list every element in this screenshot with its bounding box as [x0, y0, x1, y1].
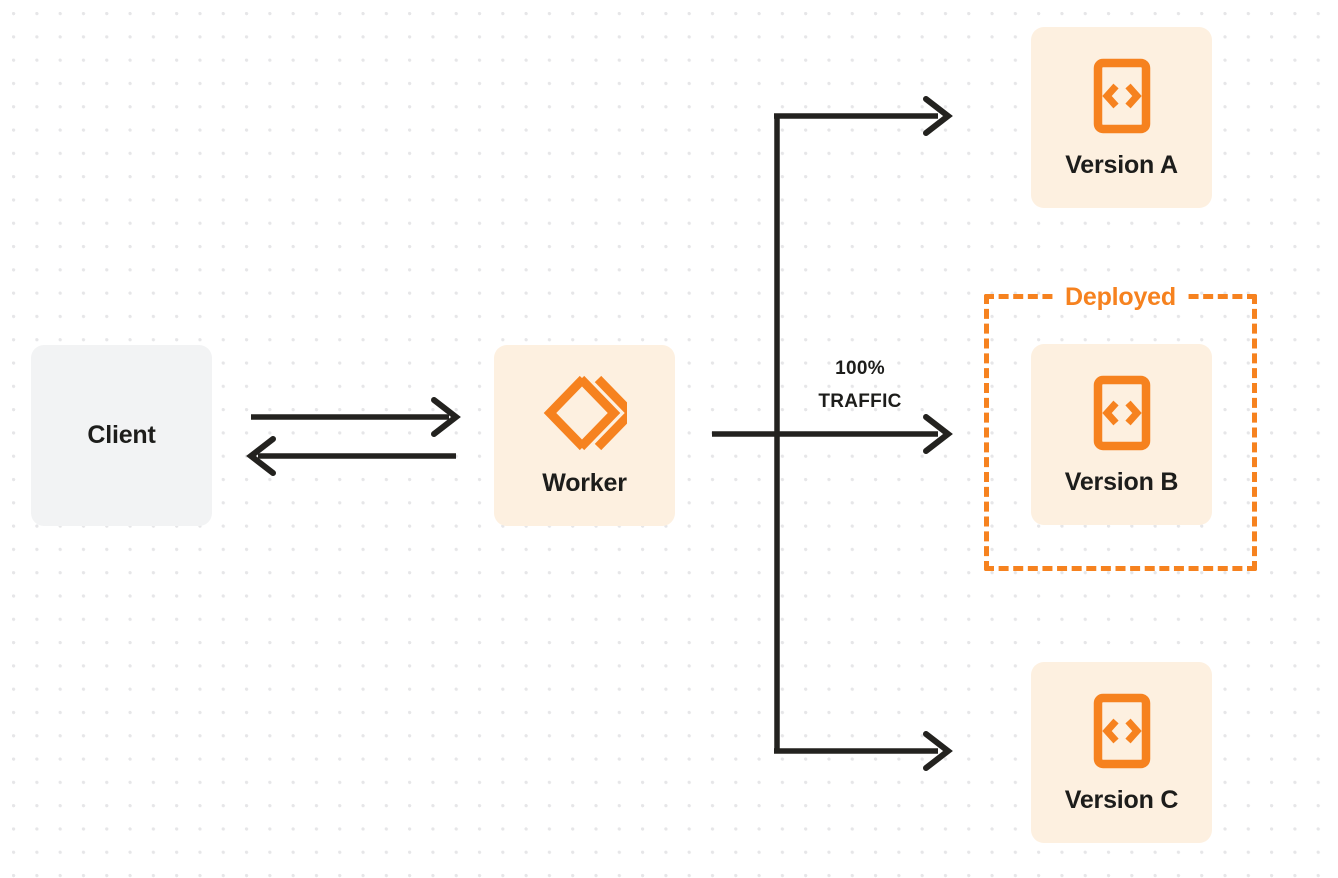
cloudflare-workers-logo-icon — [543, 375, 637, 451]
traffic-caption: TRAFFIC — [818, 391, 902, 413]
node-worker[interactable]: Worker — [494, 345, 675, 526]
node-version-b-label: Version B — [1064, 467, 1179, 496]
node-version-c[interactable]: Version C — [1031, 662, 1212, 843]
node-client[interactable]: Client — [31, 345, 212, 526]
edge-worker-to-version-c — [774, 731, 953, 771]
edge-worker-to-client — [246, 436, 456, 476]
traffic-percent: 100% — [835, 358, 885, 379]
deployed-group-label: Deployed — [1053, 283, 1188, 312]
node-version-c-label: Version C — [1064, 785, 1179, 814]
node-worker-label: Worker — [542, 469, 627, 497]
edge-worker-to-version-a — [774, 96, 953, 136]
edge-worker-to-version-b — [712, 414, 953, 454]
deployed-group: Deployed — [984, 283, 1257, 571]
node-client-label: Client — [87, 421, 156, 449]
node-version-a-label: Version A — [1065, 150, 1178, 179]
code-document-icon — [1093, 375, 1151, 451]
node-version-a[interactable]: Version A — [1031, 27, 1212, 208]
traffic-label: 100% TRAFFIC — [786, 352, 934, 419]
code-document-icon — [1093, 58, 1151, 134]
edge-client-to-worker — [251, 397, 461, 437]
code-document-icon — [1093, 693, 1151, 769]
node-version-b[interactable]: Version B — [1031, 344, 1212, 525]
